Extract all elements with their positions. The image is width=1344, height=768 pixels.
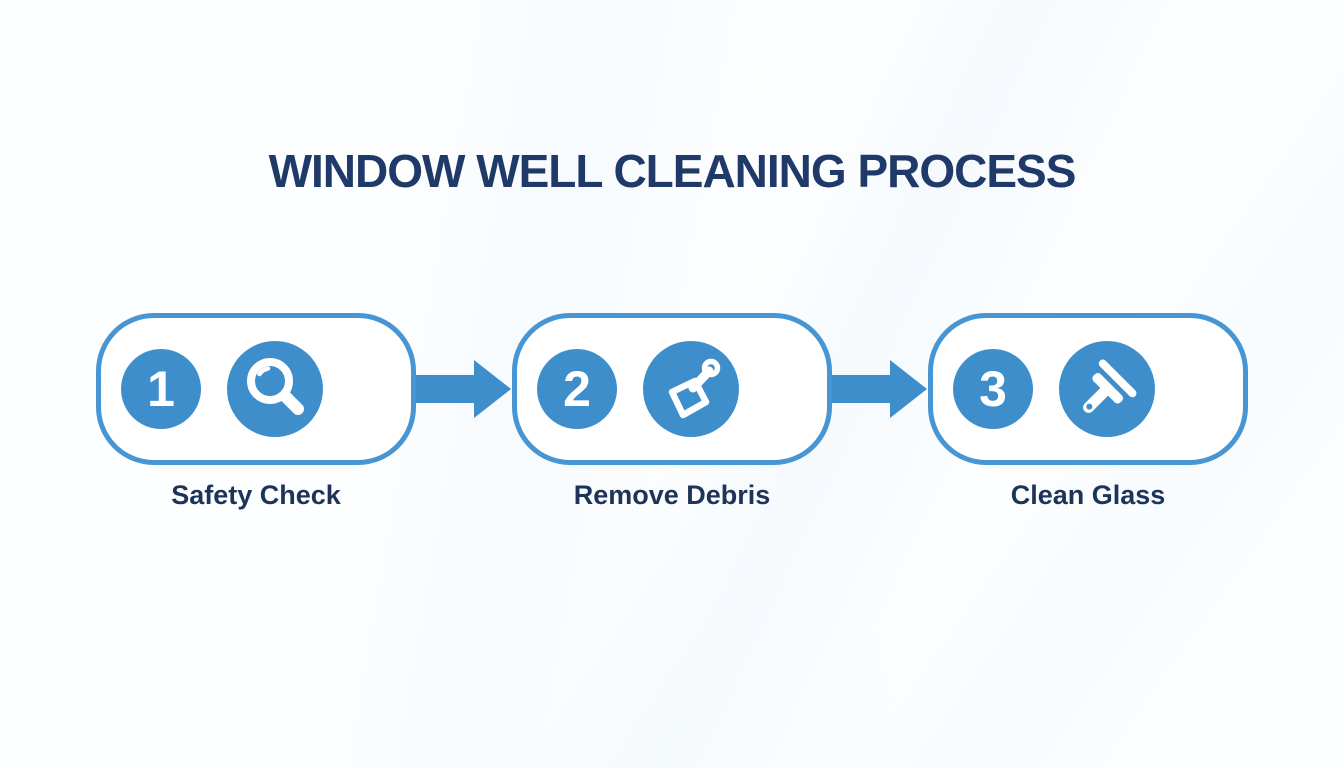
step-clean-glass: 3 Clean Glass bbox=[928, 313, 1248, 511]
step-safety-check: 1 Safety Check bbox=[96, 313, 416, 511]
step-number-badge: 1 bbox=[121, 349, 201, 429]
step-card: 2 bbox=[512, 313, 832, 465]
step-label: Remove Debris bbox=[573, 480, 771, 510]
step-number-badge: 2 bbox=[537, 349, 617, 429]
step-card: 3 bbox=[928, 313, 1248, 465]
step-remove-debris: 2 Remove Debris bbox=[512, 313, 832, 511]
arrow-right-icon bbox=[832, 313, 928, 465]
squeegee-icon bbox=[1059, 341, 1155, 437]
magnifier-icon bbox=[227, 341, 323, 437]
step-card: 1 bbox=[96, 313, 416, 465]
step-number-badge: 3 bbox=[953, 349, 1033, 429]
dustpan-icon bbox=[643, 341, 739, 437]
page-title: WINDOW WELL CLEANING PROCESS bbox=[268, 145, 1077, 197]
step-label: Clean Glass bbox=[1010, 480, 1166, 510]
arrow-right-icon bbox=[416, 313, 512, 465]
step-label: Safety Check bbox=[171, 480, 341, 510]
process-steps: 1 Safety Check 2 bbox=[0, 313, 1344, 511]
